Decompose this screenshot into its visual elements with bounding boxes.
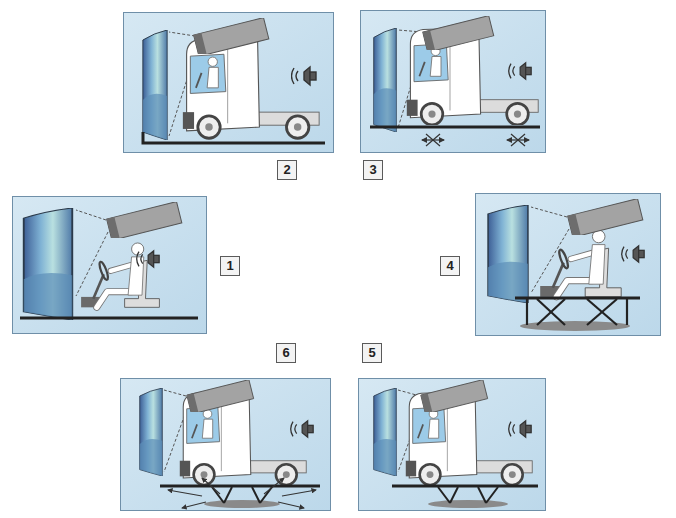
speaker xyxy=(622,246,644,263)
speaker xyxy=(509,63,531,80)
speaker xyxy=(291,421,313,438)
projection-ray xyxy=(76,210,106,220)
screen xyxy=(374,388,397,476)
callout-number-box: 2 xyxy=(277,160,297,180)
panel-6 xyxy=(121,379,331,511)
projector xyxy=(194,18,269,57)
callout-number: 5 xyxy=(368,345,375,360)
panel-4 xyxy=(476,194,661,336)
panel-ground xyxy=(121,379,331,511)
callout-number-box: 5 xyxy=(362,343,382,363)
ground-line xyxy=(370,126,540,129)
screen xyxy=(24,208,73,320)
callout-number: 6 xyxy=(282,345,289,360)
panel-ground xyxy=(13,197,207,334)
shaker-arrows xyxy=(422,134,529,146)
ground-line xyxy=(143,132,325,143)
screen xyxy=(488,205,528,303)
screen xyxy=(143,30,167,140)
panel-ground xyxy=(124,13,334,153)
ground-line xyxy=(20,317,198,320)
driver-seat xyxy=(81,243,159,307)
speaker xyxy=(292,67,317,85)
speaker xyxy=(137,251,159,268)
projector xyxy=(568,199,643,238)
panel-ground xyxy=(359,379,546,511)
motion-arrows xyxy=(168,478,316,508)
panel-1 xyxy=(13,197,207,334)
screen xyxy=(140,388,163,476)
platform-line xyxy=(515,297,640,300)
speaker xyxy=(509,421,531,438)
callout-number-box: 3 xyxy=(363,160,383,180)
projection-ray xyxy=(531,207,567,217)
panel-3 xyxy=(361,11,546,153)
panel-5 xyxy=(359,379,546,511)
callout-number: 1 xyxy=(226,258,233,273)
platform-line xyxy=(392,485,538,488)
platform-base xyxy=(204,500,280,508)
callout-number: 3 xyxy=(369,162,376,177)
platform-base xyxy=(428,500,508,508)
panel-ground xyxy=(361,11,546,153)
driver-seat xyxy=(540,230,621,297)
projection-ray xyxy=(164,390,186,396)
projector xyxy=(187,380,254,414)
callout-number: 4 xyxy=(446,258,453,273)
platform-line xyxy=(160,485,320,488)
panel-2 xyxy=(124,13,334,153)
projector xyxy=(421,380,488,414)
callout-number: 2 xyxy=(283,162,290,177)
platform-legs xyxy=(527,299,627,325)
hexapod-legs xyxy=(438,487,498,503)
callout-number-box: 1 xyxy=(220,256,240,276)
screen xyxy=(374,28,397,132)
projection-ray xyxy=(169,32,195,36)
panel-ground xyxy=(476,194,661,336)
callout-number-box: 4 xyxy=(440,256,460,276)
callout-number-box: 6 xyxy=(276,343,296,363)
projector xyxy=(107,202,182,241)
hexapod-legs xyxy=(212,487,272,503)
projector xyxy=(423,16,494,53)
